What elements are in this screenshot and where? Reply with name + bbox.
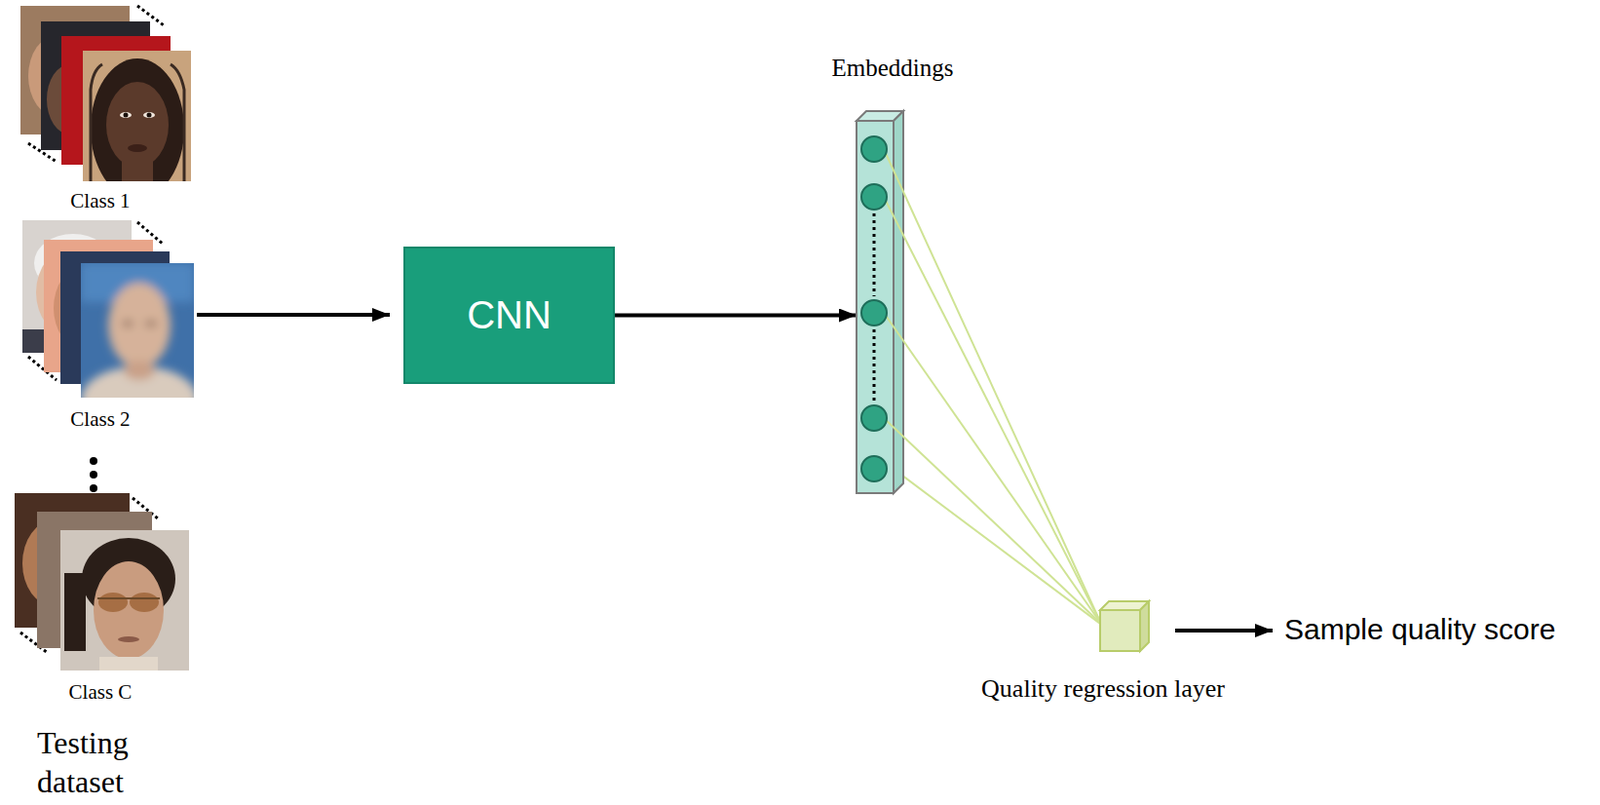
output-label: Sample quality score [1284,612,1556,648]
face-photo-part [121,159,153,190]
ellipsis-dots [89,457,98,493]
face-photo-part [147,113,153,118]
box-label: CNN [466,293,552,338]
face-photo-part-part [145,320,157,327]
neuron [861,136,887,162]
weight-line [883,196,1102,624]
dataset-label: Testing dataset [37,723,164,801]
face-photo-part-part [121,320,134,327]
regression-layer: Quality regression layer [964,596,1242,724]
cnn-box: CNN [403,246,615,384]
weight-line [883,418,1102,624]
ellipsis-dots-part [89,457,98,465]
face-photo-part [64,572,86,651]
class-1-images [20,5,191,199]
face-photo-part [93,561,164,659]
regression-cube [1091,592,1160,653]
layer-label: Quality regression layer [964,674,1242,704]
face-photo-part [106,81,169,168]
face-photo-part [127,144,148,153]
connector [893,468,1101,624]
face-photo-part [129,592,159,612]
neuron [861,456,887,482]
class-label: Class 2 [41,407,159,431]
ellipsis-dots-part [89,484,98,493]
embedding-vector [847,102,916,502]
class-2-images [22,220,198,433]
neuron [861,300,887,326]
face-photo-part [170,64,185,182]
ellipsis-line [873,213,877,297]
cube-face [1100,609,1141,651]
weight-line [883,149,1102,624]
face-photo-part [99,656,158,671]
face-photo-part [143,112,155,118]
neuron [861,405,887,431]
face-photo-part [123,113,129,118]
ellipsis-dots-part [89,470,98,479]
column-heading: Embeddings [804,54,981,82]
output-arrow [1175,628,1273,633]
face-photo [82,50,191,199]
face-photo-part [119,112,132,118]
face-photo-part [97,597,160,600]
class-label: Class 1 [41,189,159,213]
face-photo-part [98,592,128,612]
weight-line [883,312,1102,624]
face-photo-part-part [123,360,155,381]
face-photo [80,263,198,433]
face-photo-part [90,64,103,182]
regression-cube-part [1140,601,1149,651]
connector [614,313,857,318]
face-photo [60,530,190,671]
vector-bar [856,120,894,494]
neuron [861,184,887,210]
face-photo-part [80,263,198,433]
input-arrow [196,312,390,317]
face-photo-part [60,530,190,671]
face-photo-part [117,636,140,643]
class-c-images [14,493,190,671]
face-photo-part [90,58,185,199]
class-label: Class C [41,680,159,704]
face-photo-part-part [108,282,171,369]
ellipsis-line [873,329,877,402]
embedding-column: Embeddings [804,50,981,509]
